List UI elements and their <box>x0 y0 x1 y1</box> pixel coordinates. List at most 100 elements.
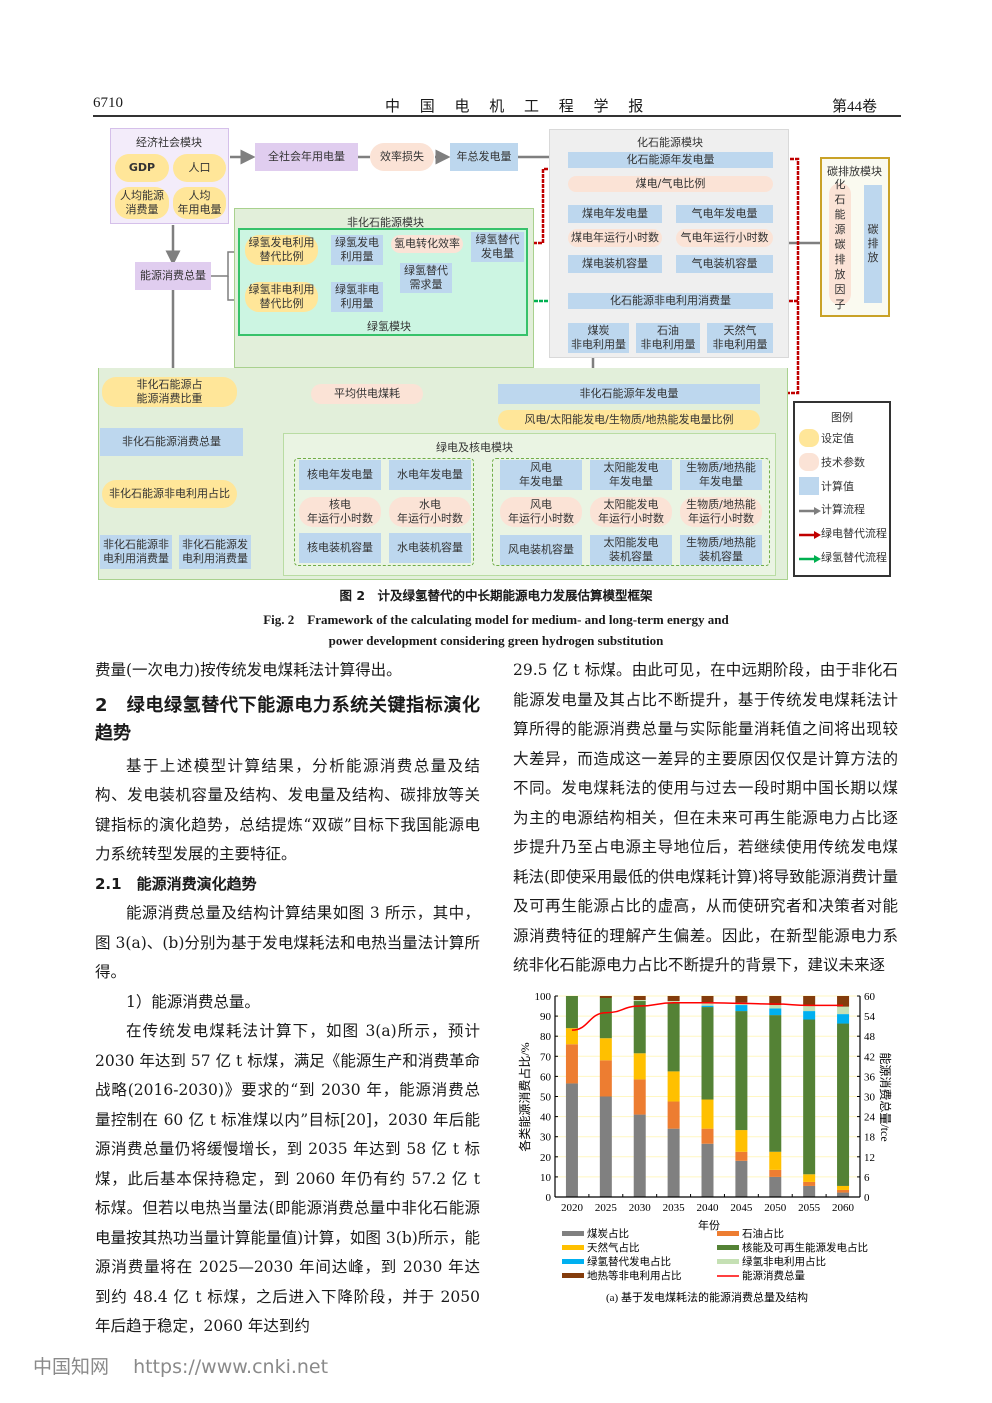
bar-segment <box>667 996 680 1002</box>
carbon-emission-box: 碳 排 放 <box>864 185 882 303</box>
y2-tick-label: 36 <box>864 1071 876 1083</box>
bio-gen-box: 生物质/地热能 年发电量 <box>680 460 762 490</box>
figure-3a-chart: 0102030405060708090100061218243036424854… <box>517 991 892 1304</box>
series-line-energy-total <box>571 1001 844 1031</box>
volume: 第44卷 <box>832 99 878 115</box>
h2-conversion-eff-box: 氢电转化效率 <box>391 235 463 253</box>
coal-gen-box: 煤电年发电量 <box>568 205 662 223</box>
bar-segment <box>599 1096 612 1197</box>
legend-label: 绿氢非电利用占比 <box>742 1255 826 1268</box>
bar-segment <box>599 998 612 1039</box>
bar-segment <box>701 1007 714 1100</box>
y2-tick-label: 60 <box>864 991 876 1003</box>
figure-2-diagram: 经济社会模块 GDP 人口 人均能源 消费量 人均 年用电量 全社会年用电量 效… <box>93 125 905 580</box>
bar-segment <box>667 1101 680 1129</box>
y2-axis-label: 能源消费总量/tce <box>878 1052 892 1141</box>
bar-segment <box>599 1060 612 1097</box>
energy-total-box: 能源消费总量 <box>135 262 211 290</box>
legend-label: 煤炭占比 <box>587 1227 629 1240</box>
y2-tick-label: 24 <box>864 1112 876 1124</box>
bar-segment <box>701 1143 714 1197</box>
x-tick-label: 2020 <box>561 1202 584 1214</box>
chart-bars <box>565 996 850 1197</box>
y2-tick-label: 48 <box>864 1031 876 1043</box>
nuclear-hours-box: 核电 年运行小时数 <box>299 497 381 527</box>
legend-swatch <box>717 1245 739 1250</box>
header-rule <box>93 115 901 117</box>
paragraph: 29.5 亿 t 标煤。由此可见，在中远期阶段，由于非化石能源发电量及其占比不断… <box>513 661 898 974</box>
legend-item: 计算值 <box>799 477 854 495</box>
bar-segment <box>633 1000 646 1002</box>
bar-segment <box>803 1185 816 1197</box>
watermark-site: 中国知网 <box>33 1356 110 1378</box>
legend-swatch <box>562 1273 584 1278</box>
nonfossil-total-box: 非化石能源消费总量 <box>100 428 243 456</box>
bar-segment <box>769 1005 782 1009</box>
hydro-gen-box: 水电年发电量 <box>389 460 471 490</box>
color-swatch-icon <box>799 477 819 495</box>
y-tick-label: 60 <box>540 1071 552 1083</box>
color-swatch-icon <box>799 429 819 447</box>
paragraph: 基于上述模型计算结果，分析能源消费总量及结构、发电装机容量及结构、发电量及结构、… <box>95 756 480 864</box>
bar-segment <box>837 1192 850 1197</box>
bar-segment <box>701 1005 714 1008</box>
right-column: 29.5 亿 t 标煤。由此可见，在中远期阶段，由于非化石能源发电量及其占比不断… <box>513 656 898 981</box>
y2-tick-label: 6 <box>864 1172 870 1184</box>
legend-item-label: 绿电替代流程 <box>821 527 887 540</box>
x-tick-label: 2060 <box>832 1202 855 1214</box>
bar-segment <box>565 1028 578 1045</box>
nonfossil-module-title: 非化石能源模块 <box>347 216 424 229</box>
bar-segment <box>667 1071 680 1102</box>
bar-segment <box>735 996 748 1003</box>
bar-segment <box>735 1160 748 1197</box>
watermark: 中国知网 https://www.cnki.net <box>33 1352 328 1379</box>
bio-hours-box: 生物质/地热能 年运行小时数 <box>680 497 762 527</box>
fossil-nonelec-box: 化石能源非电利用消费量 <box>568 293 773 309</box>
legend-label: 能源消费总量 <box>742 1269 805 1282</box>
x-tick-label: 2045 <box>730 1202 753 1214</box>
gas-gen-box: 气电年发电量 <box>676 205 773 223</box>
h2-demand-box: 绿氢替代 需求量 <box>400 263 452 293</box>
bar-segment <box>701 1002 714 1006</box>
bar-segment <box>837 1023 850 1186</box>
legend-item: 绿氢替代流程 <box>799 549 887 565</box>
nuclear-cap-box: 核电装机容量 <box>299 533 381 563</box>
bar-segment <box>565 1083 578 1197</box>
y-tick-label: 100 <box>535 991 552 1003</box>
solar-hours-box: 太阳能发电 年运行小时数 <box>590 497 672 527</box>
y2-tick-label: 30 <box>864 1092 876 1104</box>
color-swatch-icon <box>799 453 819 471</box>
chart-legend: 煤炭占比石油占比天然气占比核能及可再生能源发电占比绿氢替代发电占比绿氢非电利用占… <box>562 1227 868 1282</box>
h2-gen-ratio-box: 绿氢发电利用 替代比例 <box>245 235 318 265</box>
fig2-caption-en-1: Fig. 2 Framework of the calculating mode… <box>263 612 729 627</box>
nonfossil-nonelec-use-box: 非化石能源非 电利用消费量 <box>100 535 172 569</box>
chart-axes: 0102030405060708090100061218243036424854… <box>535 991 876 1214</box>
y2-tick-label: 42 <box>864 1051 875 1063</box>
legend-item: 绿电替代流程 <box>799 525 887 541</box>
y-tick-label: 20 <box>540 1152 552 1164</box>
fossil-module-title: 化石能源模块 <box>637 136 703 149</box>
watermark-url[interactable]: https://www.cnki.net <box>133 1356 329 1378</box>
green-nuclear-module-title: 绿电及核电模块 <box>436 441 513 454</box>
legend-label: 石油占比 <box>742 1227 784 1240</box>
bar-segment <box>735 1005 748 1012</box>
bar-segment <box>769 1169 782 1177</box>
x-tick-label: 2030 <box>629 1202 652 1214</box>
carbon-module-title: 碳排放模块 <box>827 165 882 178</box>
arrow-swatch-icon <box>799 553 821 563</box>
paragraph: 在传统发电煤耗法计算下，如图 3(a)所示，预计 2030 年达到 57 亿 t… <box>95 1022 480 1335</box>
legend-swatch <box>562 1259 584 1264</box>
bar-segment <box>701 1099 714 1129</box>
bar-segment <box>701 1128 714 1144</box>
page-number: 6710 <box>93 95 123 111</box>
h2-sub-gen-box: 绿氢替代 发电量 <box>471 232 524 262</box>
y2-tick-label: 0 <box>864 1192 870 1204</box>
x-axis-label: 年份 <box>698 1218 720 1232</box>
bar-segment <box>735 1151 748 1161</box>
fossil-gen-box: 化石能源年发电量 <box>568 152 773 168</box>
legend-item-label: 计算流程 <box>821 503 865 516</box>
legend-item: 计算流程 <box>799 501 865 517</box>
fig2-caption-en-2: power development considering green hydr… <box>328 633 664 648</box>
gas-nonelec-box: 天然气 非电利用量 <box>707 323 773 353</box>
x-tick-label: 2055 <box>798 1202 821 1214</box>
